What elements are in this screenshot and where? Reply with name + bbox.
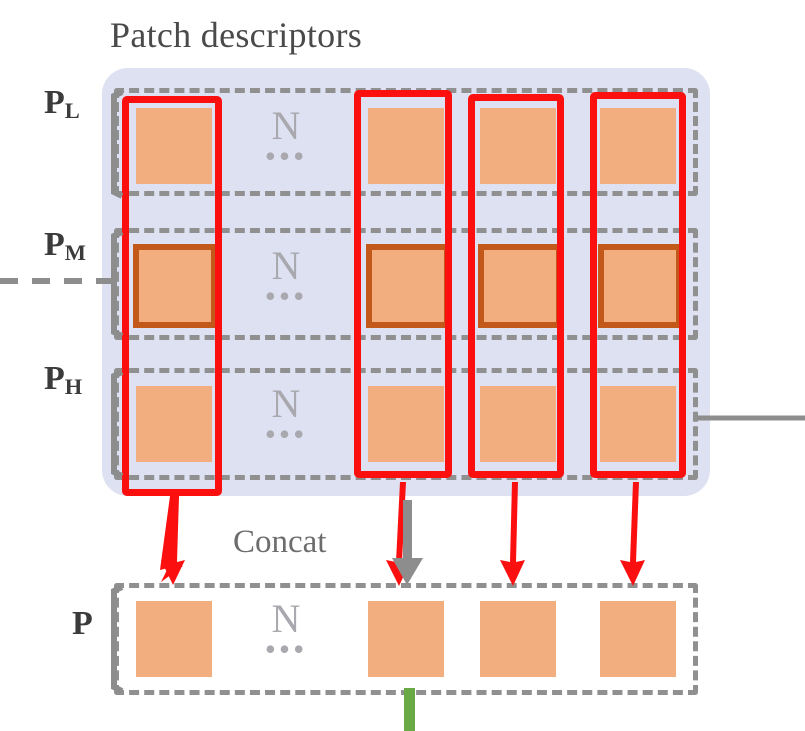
red-arrow-3 (500, 482, 525, 586)
ellipsis-count-p: N (271, 596, 301, 641)
patch-pl-3 (480, 108, 556, 184)
ellipsis-marker-ph: N ••• (254, 381, 318, 452)
page-title: Patch descriptors (110, 15, 363, 55)
patch-pm-1 (133, 244, 217, 328)
row-label-pl-main: P (44, 84, 65, 121)
row-label-pl: PL (44, 84, 80, 123)
patch-ph-1 (136, 386, 212, 462)
ellipsis-dots-p: ••• (264, 631, 308, 667)
patch-pl-4 (600, 108, 676, 184)
patch-p-3 (480, 601, 556, 677)
patch-pl-2 (368, 108, 444, 184)
patch-ph-2 (368, 386, 444, 462)
patch-pm-3 (478, 244, 562, 328)
row-label-ph: PH (44, 360, 83, 399)
patch-p-4 (600, 601, 676, 677)
highlight-column-4[interactable] (590, 92, 686, 478)
red-arrow-4 (620, 482, 645, 586)
row-label-ph-main: P (44, 360, 65, 397)
highlight-column-1[interactable] (122, 96, 222, 496)
ellipsis-dots-ph: ••• (264, 416, 308, 452)
ellipsis-marker-pm: N ••• (254, 243, 318, 314)
ellipsis-dots-pl: ••• (264, 138, 308, 174)
ellipsis-count-pl: N (271, 103, 301, 148)
row-label-pm-main: P (44, 226, 65, 263)
row-label-pm-sub: M (64, 239, 86, 265)
patch-p-1 (136, 601, 212, 677)
patch-pl-1 (136, 108, 212, 184)
highlight-column-2[interactable] (354, 90, 452, 478)
highlight-column-3[interactable] (468, 94, 564, 478)
ellipsis-count-pm: N (271, 243, 301, 288)
ellipsis-marker-pl: N ••• (254, 103, 318, 174)
patch-p-2 (368, 601, 444, 677)
row-label-pl-sub: L (64, 97, 80, 123)
red-arrow-1 (160, 496, 185, 585)
ellipsis-count-ph: N (271, 381, 301, 426)
patch-ph-4 (600, 386, 676, 462)
ellipsis-dots-pm: ••• (264, 278, 308, 314)
gray-concat-arrow (392, 500, 423, 585)
row-label-p: P (72, 607, 93, 641)
row-label-ph-sub: H (64, 373, 83, 399)
concat-label: Concat (233, 524, 327, 560)
patch-ph-3 (480, 386, 556, 462)
ellipsis-marker-p: N ••• (254, 596, 318, 667)
row-label-pm: PM (44, 226, 86, 265)
green-connector-bar (404, 688, 415, 731)
red-arrow-2 (386, 482, 411, 586)
row-label-p-main: P (72, 605, 93, 642)
